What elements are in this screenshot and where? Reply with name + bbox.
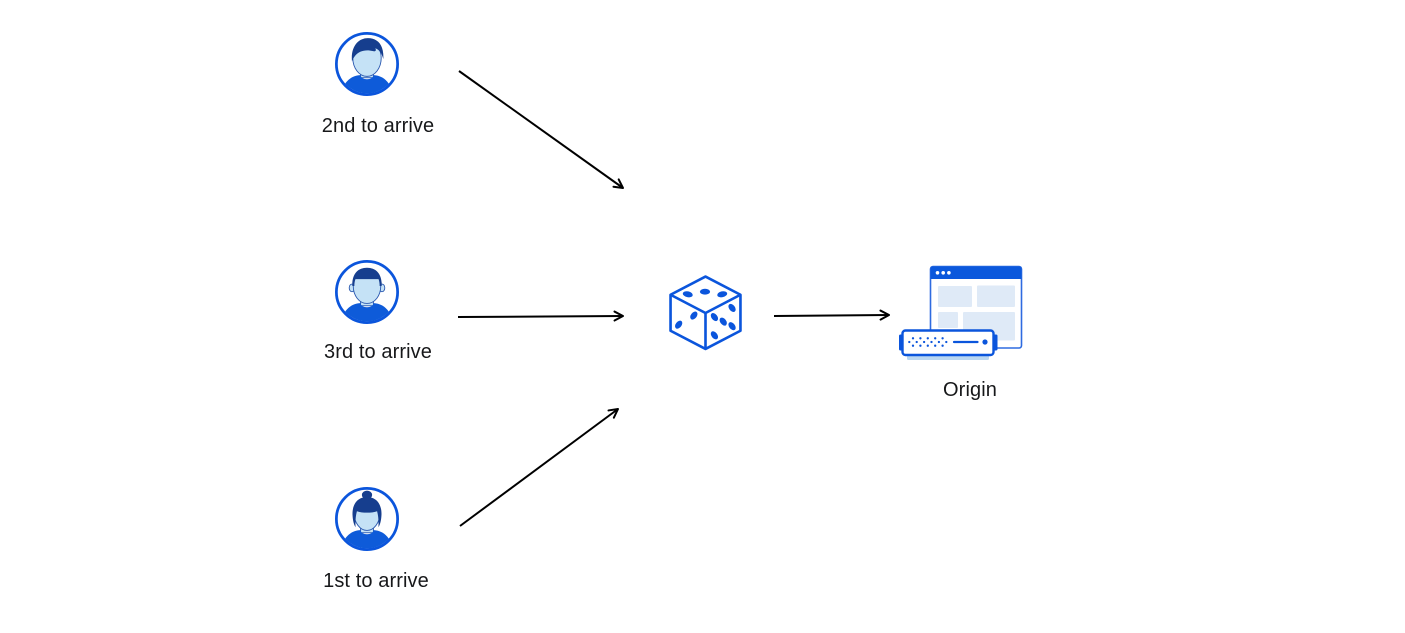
arrow-dice-to-origin bbox=[773, 309, 890, 321]
client-1st-label: 1st to arrive bbox=[323, 570, 429, 592]
arrow-client-2nd-to-dice bbox=[458, 70, 624, 189]
dice-icon bbox=[669, 275, 742, 351]
server-box-shape bbox=[899, 329, 998, 360]
client-2nd-label: 2nd to arrive bbox=[321, 115, 435, 137]
origin-server-icon bbox=[899, 265, 1023, 360]
origin-label: Origin bbox=[943, 379, 997, 401]
arrow-client-3rd-to-dice bbox=[457, 310, 624, 322]
browser-titlebar-shape bbox=[930, 266, 1022, 279]
avatar-bun-hair-icon bbox=[335, 487, 399, 551]
avatar-swoop-hair-icon bbox=[335, 32, 399, 96]
avatar-flat-hair-icon bbox=[335, 260, 399, 324]
client-3rd-label: 3rd to arrive bbox=[323, 341, 433, 363]
arrow-client-1st-to-dice bbox=[459, 408, 619, 527]
